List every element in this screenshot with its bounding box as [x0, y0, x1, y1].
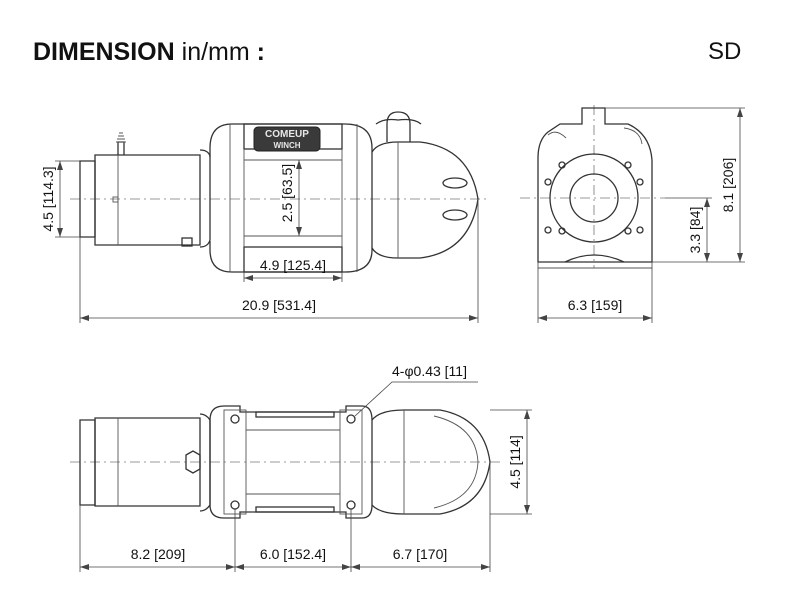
title-unit: in/mm	[181, 38, 250, 66]
top-motor-body	[94, 417, 201, 507]
housing-slot-bottom	[442, 209, 468, 221]
dim-bolt-holes: 4-φ0.43 [11]	[392, 363, 467, 379]
dim-axis-height: 3.3 [84]	[687, 207, 703, 254]
dim-top-depth: 4.5 [114]	[507, 435, 523, 488]
drum-bore	[569, 173, 619, 223]
terminal-post	[117, 141, 125, 155]
top-view: 4-φ0.43 [11] 4.5 [114] 8.2 [209] 6.0 [15…	[70, 363, 532, 572]
top-tie-bar	[255, 411, 335, 418]
bolt-hole	[346, 414, 356, 424]
dim-drum-height: 2.5 [63.5]	[279, 164, 295, 222]
tie-bar-bottom	[243, 246, 343, 273]
drain-plug	[181, 237, 193, 247]
top-hex-bolt	[185, 450, 201, 474]
gear-housing	[371, 141, 479, 259]
bottom-tie-bar	[255, 506, 335, 513]
dim-overall-length: 20.9 [531.4]	[242, 297, 316, 313]
dim-motor-length: 8.2 [209]	[131, 546, 186, 562]
brand-sub: WINCH	[273, 141, 300, 150]
side-view: COMEUP WINCH 4.5 [114.3] 2.5 [63.5] 4.9 …	[40, 111, 490, 323]
dim-side-height: 4.5 [114.3]	[40, 166, 56, 231]
model-label: SD	[708, 38, 742, 65]
end-view: 8.1 [206] 3.3 [84] 6.3 [159]	[520, 105, 745, 323]
motor-body	[94, 154, 201, 246]
top-motor-end-cap	[79, 419, 96, 506]
motor-flange	[199, 149, 211, 248]
bolt-hole	[230, 500, 240, 510]
end-outer-ring	[549, 153, 639, 243]
end-plate	[537, 107, 653, 263]
housing-slot-top	[442, 177, 468, 189]
dim-gear-length: 6.7 [170]	[393, 546, 448, 562]
dim-end-height: 8.1 [206]	[720, 158, 736, 213]
title-colon: :	[256, 38, 265, 66]
clutch-lever	[386, 111, 411, 142]
brand-name: COMEUP	[265, 129, 309, 140]
dim-end-width: 6.3 [159]	[568, 297, 623, 313]
foot-arch	[564, 254, 625, 263]
brand-plate	[253, 126, 321, 152]
dim-bolt-spacing: 6.0 [152.4]	[260, 546, 326, 562]
bolt-hole	[230, 414, 240, 424]
page-title: DIMENSION in/mm :	[33, 38, 265, 67]
title-main: DIMENSION	[33, 38, 175, 66]
bolt-hole	[346, 500, 356, 510]
dim-drum-length: 4.9 [125.4]	[260, 257, 326, 273]
winch-frame-outline	[209, 123, 373, 273]
